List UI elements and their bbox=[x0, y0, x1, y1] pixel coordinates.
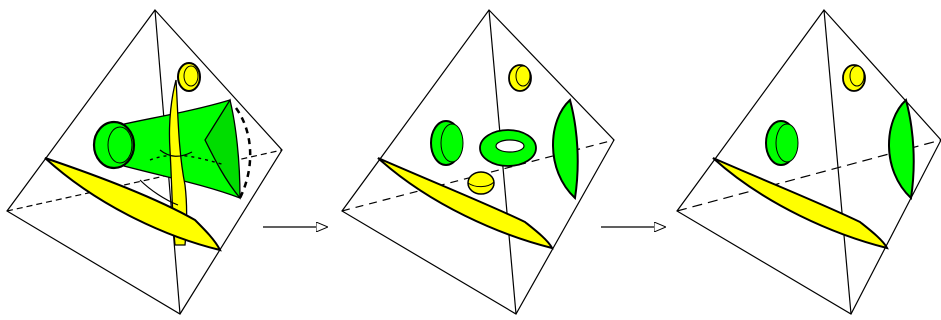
panel-3 bbox=[677, 10, 941, 314]
green-lens bbox=[553, 100, 578, 198]
yellow-cap bbox=[509, 65, 531, 91]
green-torus bbox=[480, 130, 536, 166]
green-disk bbox=[766, 121, 798, 165]
green-disk bbox=[431, 121, 463, 165]
panel-1 bbox=[7, 10, 282, 314]
yellow-cap bbox=[843, 65, 865, 91]
yellow-sheet bbox=[713, 158, 887, 248]
panel-2 bbox=[342, 10, 614, 314]
yellow-sphere bbox=[468, 172, 494, 194]
yellow-sheet bbox=[378, 158, 552, 248]
green-lens bbox=[889, 100, 914, 198]
